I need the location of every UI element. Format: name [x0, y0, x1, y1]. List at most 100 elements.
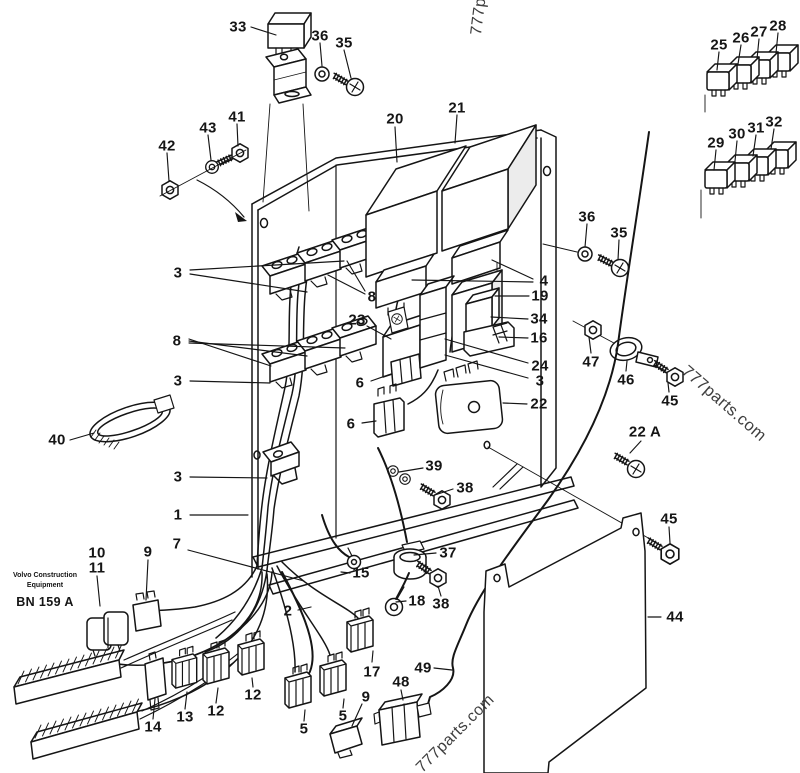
leader-8-center-1 — [327, 274, 366, 295]
callout-24: 24 — [531, 357, 549, 375]
leader-15 — [340, 571, 351, 574]
leader-5-left — [303, 709, 306, 722]
leader-35-right — [617, 239, 620, 261]
leader-5-right — [342, 698, 345, 709]
connector-9-left — [132, 590, 162, 632]
callout-38-upper: 38 — [456, 479, 474, 497]
callout-20: 20 — [386, 110, 404, 128]
relay-row-1 — [704, 44, 799, 113]
leader-29 — [713, 149, 717, 171]
leader-23 — [366, 325, 392, 340]
callout-32: 32 — [765, 113, 783, 131]
ring-terminal-18 — [384, 586, 405, 617]
leader-34 — [490, 316, 529, 320]
callout-12-right: 12 — [244, 686, 262, 704]
callout-10: 10 — [88, 544, 106, 562]
callout-33: 33 — [229, 18, 247, 36]
callout-36-top: 36 — [311, 27, 329, 45]
leader-46 — [625, 360, 628, 372]
leader-48 — [400, 689, 404, 701]
relay-21 — [441, 124, 537, 328]
leader-12-left — [215, 687, 219, 704]
callout-46: 46 — [617, 371, 635, 389]
callout-12-left: 12 — [207, 702, 225, 720]
callout-45-right: 45 — [661, 392, 679, 410]
cable-49 — [427, 131, 650, 705]
callout-30: 30 — [728, 125, 746, 143]
callout-3-row2: 3 — [173, 372, 183, 390]
callout-8-left: 8 — [172, 332, 182, 350]
connector-6-upper — [373, 383, 405, 438]
bracket-3 — [262, 441, 300, 485]
callout-35-right: 35 — [610, 224, 628, 242]
relay-33-assembly — [262, 12, 312, 212]
leader-3-bracket — [189, 476, 268, 479]
leader-4-1 — [411, 279, 534, 283]
callout-6-upper: 6 — [355, 374, 365, 392]
pin-strip-2 — [30, 698, 143, 760]
callout-4: 4 — [539, 272, 549, 290]
leader-14 — [152, 698, 156, 720]
callout-2: 2 — [283, 602, 293, 620]
callout-41: 41 — [228, 108, 246, 126]
callout-21: 21 — [448, 99, 466, 117]
relay-row-2 — [700, 141, 797, 219]
leader-37 — [413, 552, 437, 556]
callout-1: 1 — [173, 506, 183, 524]
leader-9-left — [145, 559, 149, 601]
leader-47 — [588, 336, 592, 354]
callout-40: 40 — [48, 431, 66, 449]
callout-18: 18 — [408, 592, 426, 610]
callout-5-right: 5 — [338, 707, 348, 725]
callout-48: 48 — [392, 673, 410, 691]
leader-3-cluster — [444, 354, 529, 379]
bottom-connectors — [13, 590, 432, 760]
leader-2 — [297, 606, 312, 611]
leader-13 — [184, 691, 188, 710]
callout-5-left: 5 — [299, 720, 309, 738]
company-name-line2: Equipment — [26, 582, 64, 590]
leader-35-top — [343, 49, 352, 79]
leader-41 — [236, 123, 239, 147]
leader-31 — [752, 134, 757, 157]
callout-43: 43 — [199, 119, 217, 137]
pin-strip-1 — [13, 644, 125, 705]
leader-39 — [398, 467, 424, 473]
connector-14 — [144, 651, 167, 711]
callout-36-right: 36 — [578, 208, 596, 226]
callout-37: 37 — [439, 544, 457, 562]
leader-24 — [444, 338, 529, 364]
callout-29: 29 — [707, 134, 725, 152]
callout-22a: 22 A — [628, 423, 662, 441]
callout-35-top: 35 — [335, 34, 353, 52]
bracket-33 — [265, 48, 312, 104]
leader-11 — [96, 575, 101, 607]
callout-38-lower: 38 — [432, 595, 450, 613]
leader-18 — [395, 600, 407, 603]
leader-26 — [737, 44, 742, 65]
model-code: BN 159 A — [16, 595, 74, 610]
leader-8-left-2 — [188, 342, 346, 349]
callout-47: 47 — [582, 353, 600, 371]
callout-3-bracket: 3 — [173, 468, 183, 486]
callout-17: 17 — [363, 663, 381, 681]
branding-block: Volvo Construction Equipment BN 159 A — [10, 571, 80, 609]
callout-23: 23 — [348, 311, 366, 329]
callout-9-bottom: 9 — [361, 688, 371, 706]
leader-16 — [498, 336, 529, 339]
callout-7: 7 — [172, 535, 182, 553]
leader-40 — [69, 432, 95, 441]
leader-20 — [394, 126, 398, 163]
leader-36-top — [319, 42, 323, 67]
callout-34: 34 — [530, 310, 548, 328]
callout-27: 27 — [750, 23, 768, 41]
leader-32 — [770, 128, 775, 150]
callout-9-left: 9 — [143, 543, 153, 561]
relay-48 — [373, 693, 432, 746]
relay-20 — [365, 145, 467, 316]
callout-19: 19 — [531, 287, 549, 305]
leader-7 — [187, 549, 305, 582]
leader-28 — [775, 32, 779, 54]
leader-8-center — [346, 260, 366, 292]
